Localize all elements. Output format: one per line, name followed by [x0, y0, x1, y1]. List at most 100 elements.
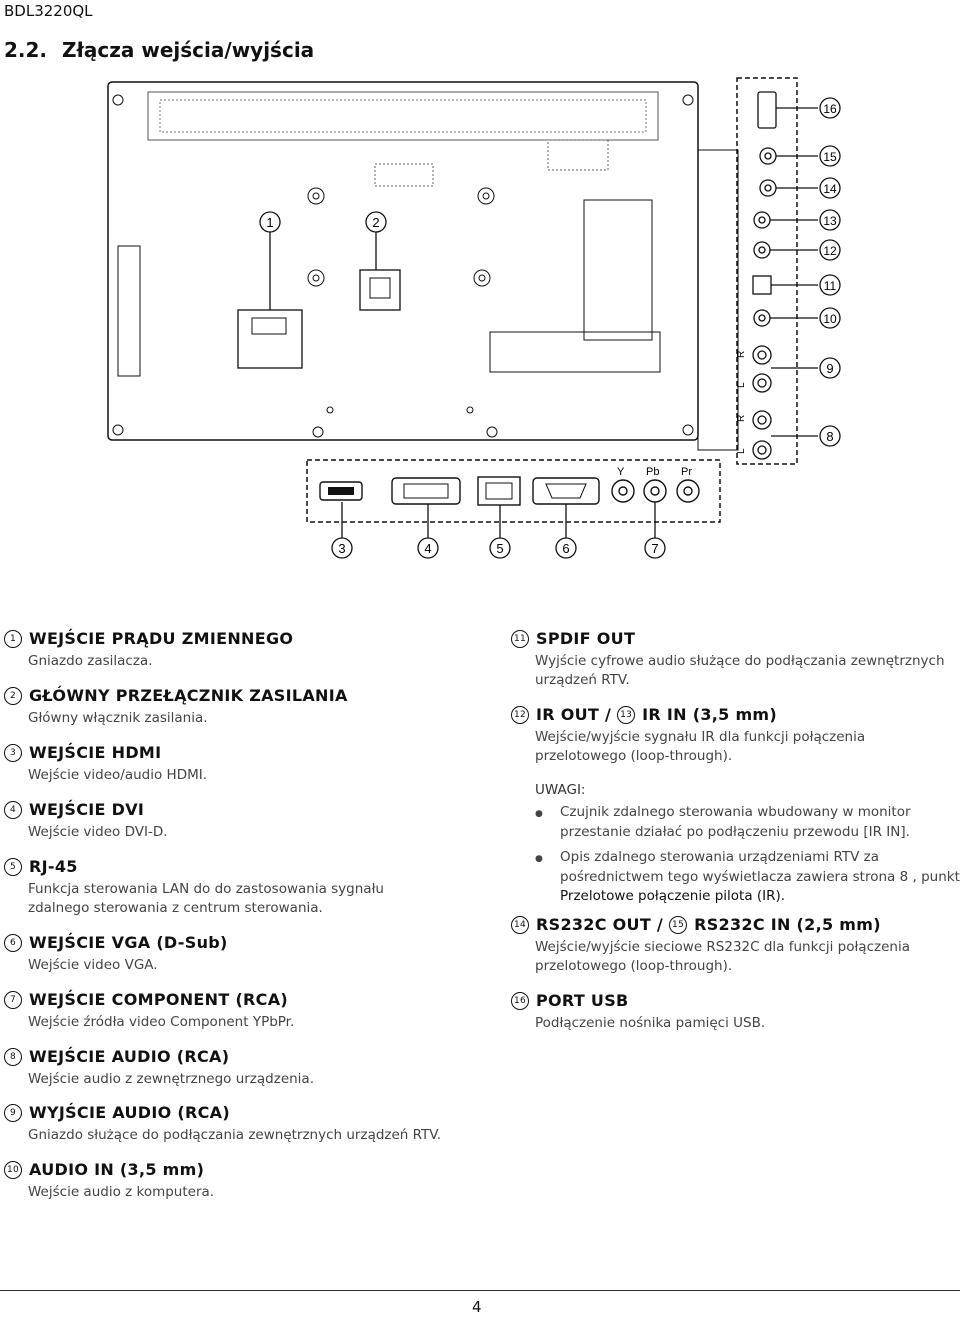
vga-port-shell	[545, 483, 587, 499]
callout-2: 2	[365, 211, 387, 233]
item-number: 5	[4, 858, 22, 876]
callout-1: 1	[259, 211, 281, 233]
item-number: 16	[511, 992, 529, 1010]
callout-6: 6	[555, 537, 577, 559]
rj45-port-inner	[485, 482, 513, 500]
item-desc: Wyjście cyfrowe audio służące do podłącz…	[535, 653, 945, 688]
item-number: 10	[4, 1161, 22, 1179]
power-switch-rocker	[369, 277, 391, 299]
dvi-port	[391, 477, 461, 505]
item-desc: Funkcja sterowania LAN do do zastosowani…	[28, 881, 384, 916]
component-label-y: Y	[617, 466, 625, 478]
callout-3: 3	[331, 537, 353, 559]
item-title: WEJŚCIE PRĄDU ZMIENNEGO	[29, 629, 294, 648]
svg-text:12: 12	[823, 244, 837, 258]
callout-5: 5	[489, 537, 511, 559]
leader-lines	[269, 107, 818, 538]
item-title: WEJŚCIE HDMI	[29, 743, 162, 762]
notes-label: UWAGI:	[535, 782, 586, 798]
rj45-port	[477, 476, 521, 506]
callout-13: 13	[819, 209, 841, 231]
section-title: Złącza wejścia/wyjścia	[62, 38, 315, 62]
svg-text:8: 8	[826, 429, 833, 444]
item-title: WYJŚCIE AUDIO (RCA)	[29, 1103, 230, 1122]
item-number: 14	[511, 916, 529, 934]
callout-11: 11	[819, 274, 841, 296]
item-desc: Gniazdo zasilacza.	[28, 653, 153, 669]
model-name: BDL3220QL	[4, 2, 93, 20]
item-desc: Wejście audio z zewnętrznego urządzenia.	[28, 1071, 314, 1087]
item-number: 12	[511, 706, 529, 724]
svg-text:3: 3	[338, 541, 345, 556]
usb-port	[757, 91, 777, 129]
page-number: 4	[472, 1298, 482, 1316]
component-jacks	[611, 479, 700, 503]
vent-grille-holes	[159, 99, 647, 133]
item-number: 13	[617, 706, 636, 724]
section-heading: 2.2.Złącza wejścia/wyjścia	[4, 38, 314, 62]
side-connector-box	[736, 77, 798, 465]
svg-text:6: 6	[562, 541, 569, 556]
item-title: AUDIO IN (3,5 mm)	[29, 1160, 205, 1179]
item-desc: Wejście/wyjście sygnału IR dla funkcji p…	[535, 729, 866, 764]
callout-7: 7	[644, 537, 666, 559]
component-label-pb: Pb	[646, 466, 659, 478]
item-number: 15	[669, 916, 688, 934]
item-title: IR OUT /	[536, 705, 612, 724]
callout-15: 15	[819, 145, 841, 167]
callout-10: 10	[819, 307, 841, 329]
item-title: GŁÓWNY PRZEŁĄCZNIK ZASILANIA	[29, 686, 348, 705]
item-title: RS232C OUT /	[536, 915, 664, 934]
footer-rule	[0, 1290, 960, 1291]
audio-label-l1: L	[736, 382, 747, 388]
item-title: WEJŚCIE VGA (D-Sub)	[29, 933, 228, 952]
item-number: 2	[4, 687, 22, 705]
svg-text:15: 15	[823, 150, 837, 164]
component-label-pr: Pr	[681, 466, 692, 478]
callout-14: 14	[819, 177, 841, 199]
item-title: PORT USB	[536, 991, 629, 1010]
svg-text:11: 11	[824, 279, 837, 293]
item-number: 8	[4, 1048, 22, 1066]
svg-text:9: 9	[826, 361, 833, 376]
note-link[interactable]: Przelotowe połączenie pilota (IR).	[560, 888, 786, 904]
audio-label-r1: R	[736, 351, 747, 358]
ac-socket	[251, 317, 287, 335]
bullet-icon: ●	[535, 809, 543, 819]
notes-list: ●Czujnik zdalnego sterowania wbudowany w…	[535, 803, 960, 913]
svg-text:14: 14	[823, 182, 837, 196]
vent-grille	[147, 91, 659, 141]
item-number: 7	[4, 991, 22, 1009]
item-desc: Wejście video DVI-D.	[28, 824, 168, 840]
callout-16: 16	[819, 97, 841, 119]
io-board	[583, 199, 653, 341]
side-jacks	[752, 147, 777, 460]
vent-right	[547, 139, 609, 171]
svg-text:16: 16	[823, 102, 837, 116]
vga-port	[532, 477, 600, 505]
item-rj45: 5 RJ-45 Funkcja sterowania LAN do do zast…	[4, 856, 444, 918]
item-title: WEJŚCIE DVI	[29, 800, 145, 819]
hdmi-port	[319, 481, 363, 501]
item-number: 3	[4, 744, 22, 762]
callout-8: 8	[819, 425, 841, 447]
item-spdif: 11 SPDIF OUT Wyjście cyfrowe audio służąc…	[511, 628, 951, 690]
svg-text:2: 2	[372, 215, 379, 230]
side-panel-left	[117, 245, 141, 377]
item-title: WEJŚCIE COMPONENT (RCA)	[29, 990, 289, 1009]
item-title: SPDIF OUT	[536, 629, 636, 648]
item-number: 11	[511, 630, 529, 648]
audio-label-l2: L	[736, 448, 747, 454]
svg-text:10: 10	[823, 312, 837, 326]
item-title: RJ-45	[29, 857, 78, 876]
power-switch	[359, 269, 401, 311]
monitor-back	[107, 81, 699, 441]
